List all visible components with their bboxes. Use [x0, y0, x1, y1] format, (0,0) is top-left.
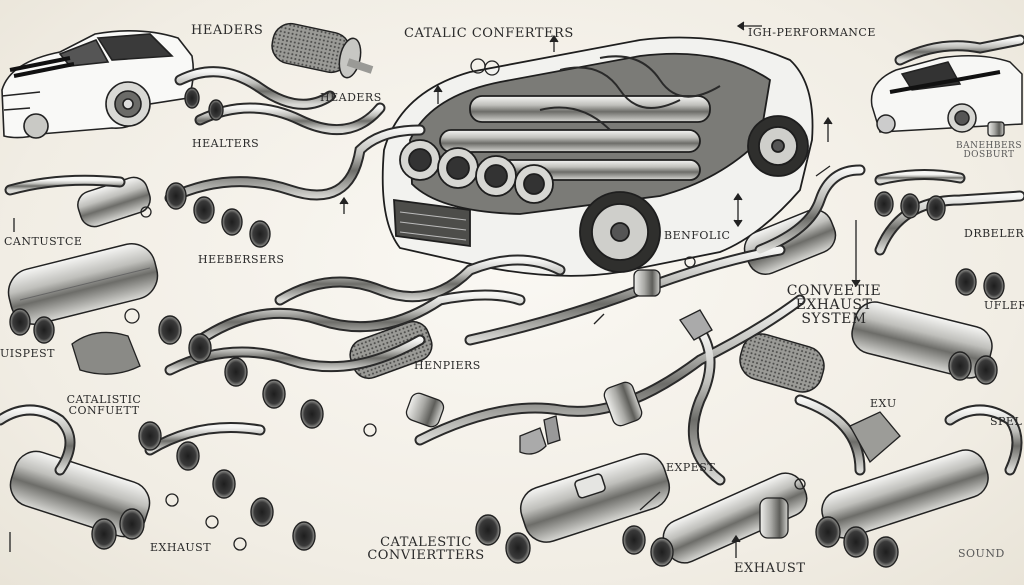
car-top-right [870, 55, 1023, 134]
muffler-top-center [271, 22, 374, 79]
muffler-bottom-right [821, 449, 989, 539]
label-henpiers: HENPIERS [414, 359, 481, 372]
label-catalistic-confuett: CATALISTIC CONFUETT [66, 393, 142, 417]
label-banehbers-dosburt: BANEHBERS DOSBURT [955, 141, 1023, 160]
muffler-bottom-left [9, 450, 151, 538]
label-conveetie-exhaust-system: CONVEETIE EXHAUST SYSTEM [786, 283, 882, 327]
small-parts [71, 58, 1005, 551]
label-heebersers: HEEBERSERS [198, 253, 285, 266]
muffler-right-mid [739, 333, 825, 393]
label-ufler: UFLER [984, 299, 1024, 312]
label-uispest: UISPEST [0, 347, 55, 360]
label-benfolic: BENFOLIC [664, 229, 731, 242]
label-headers-top: HEADERS [191, 23, 264, 38]
car-cutaway-engine [381, 36, 814, 277]
label-cantustce: CANTUSTCE [4, 235, 83, 248]
label-exhaust-bottom-center: EXHAUST [734, 561, 806, 576]
label-exu: EXU [870, 397, 897, 410]
label-exhaust-bottom-left: EXHAUST [150, 541, 212, 554]
car-top-left [1, 30, 195, 139]
annotation-arrows [9, 21, 861, 558]
label-sound: SOUND [958, 547, 1005, 560]
label-spel: SPEL [990, 415, 1023, 428]
muffler-center-2 [662, 472, 808, 564]
label-catalic-conferters: CATALIC CONFERTERS [404, 26, 574, 41]
label-headers-mid: HEADERS [320, 91, 382, 104]
label-expest: EXPEST [666, 461, 716, 474]
label-drbeler: DRBELER [964, 227, 1024, 240]
exhaust-tips [9, 87, 1005, 568]
muffler-center [519, 453, 671, 543]
label-healters: HEALTERS [192, 137, 260, 150]
label-catalestic-conviertters: CATALESTIC CONVIERTTERS [367, 535, 485, 563]
muffler-left [7, 243, 159, 325]
label-igh-performance: IGH-PERFORMANCE [748, 26, 876, 39]
